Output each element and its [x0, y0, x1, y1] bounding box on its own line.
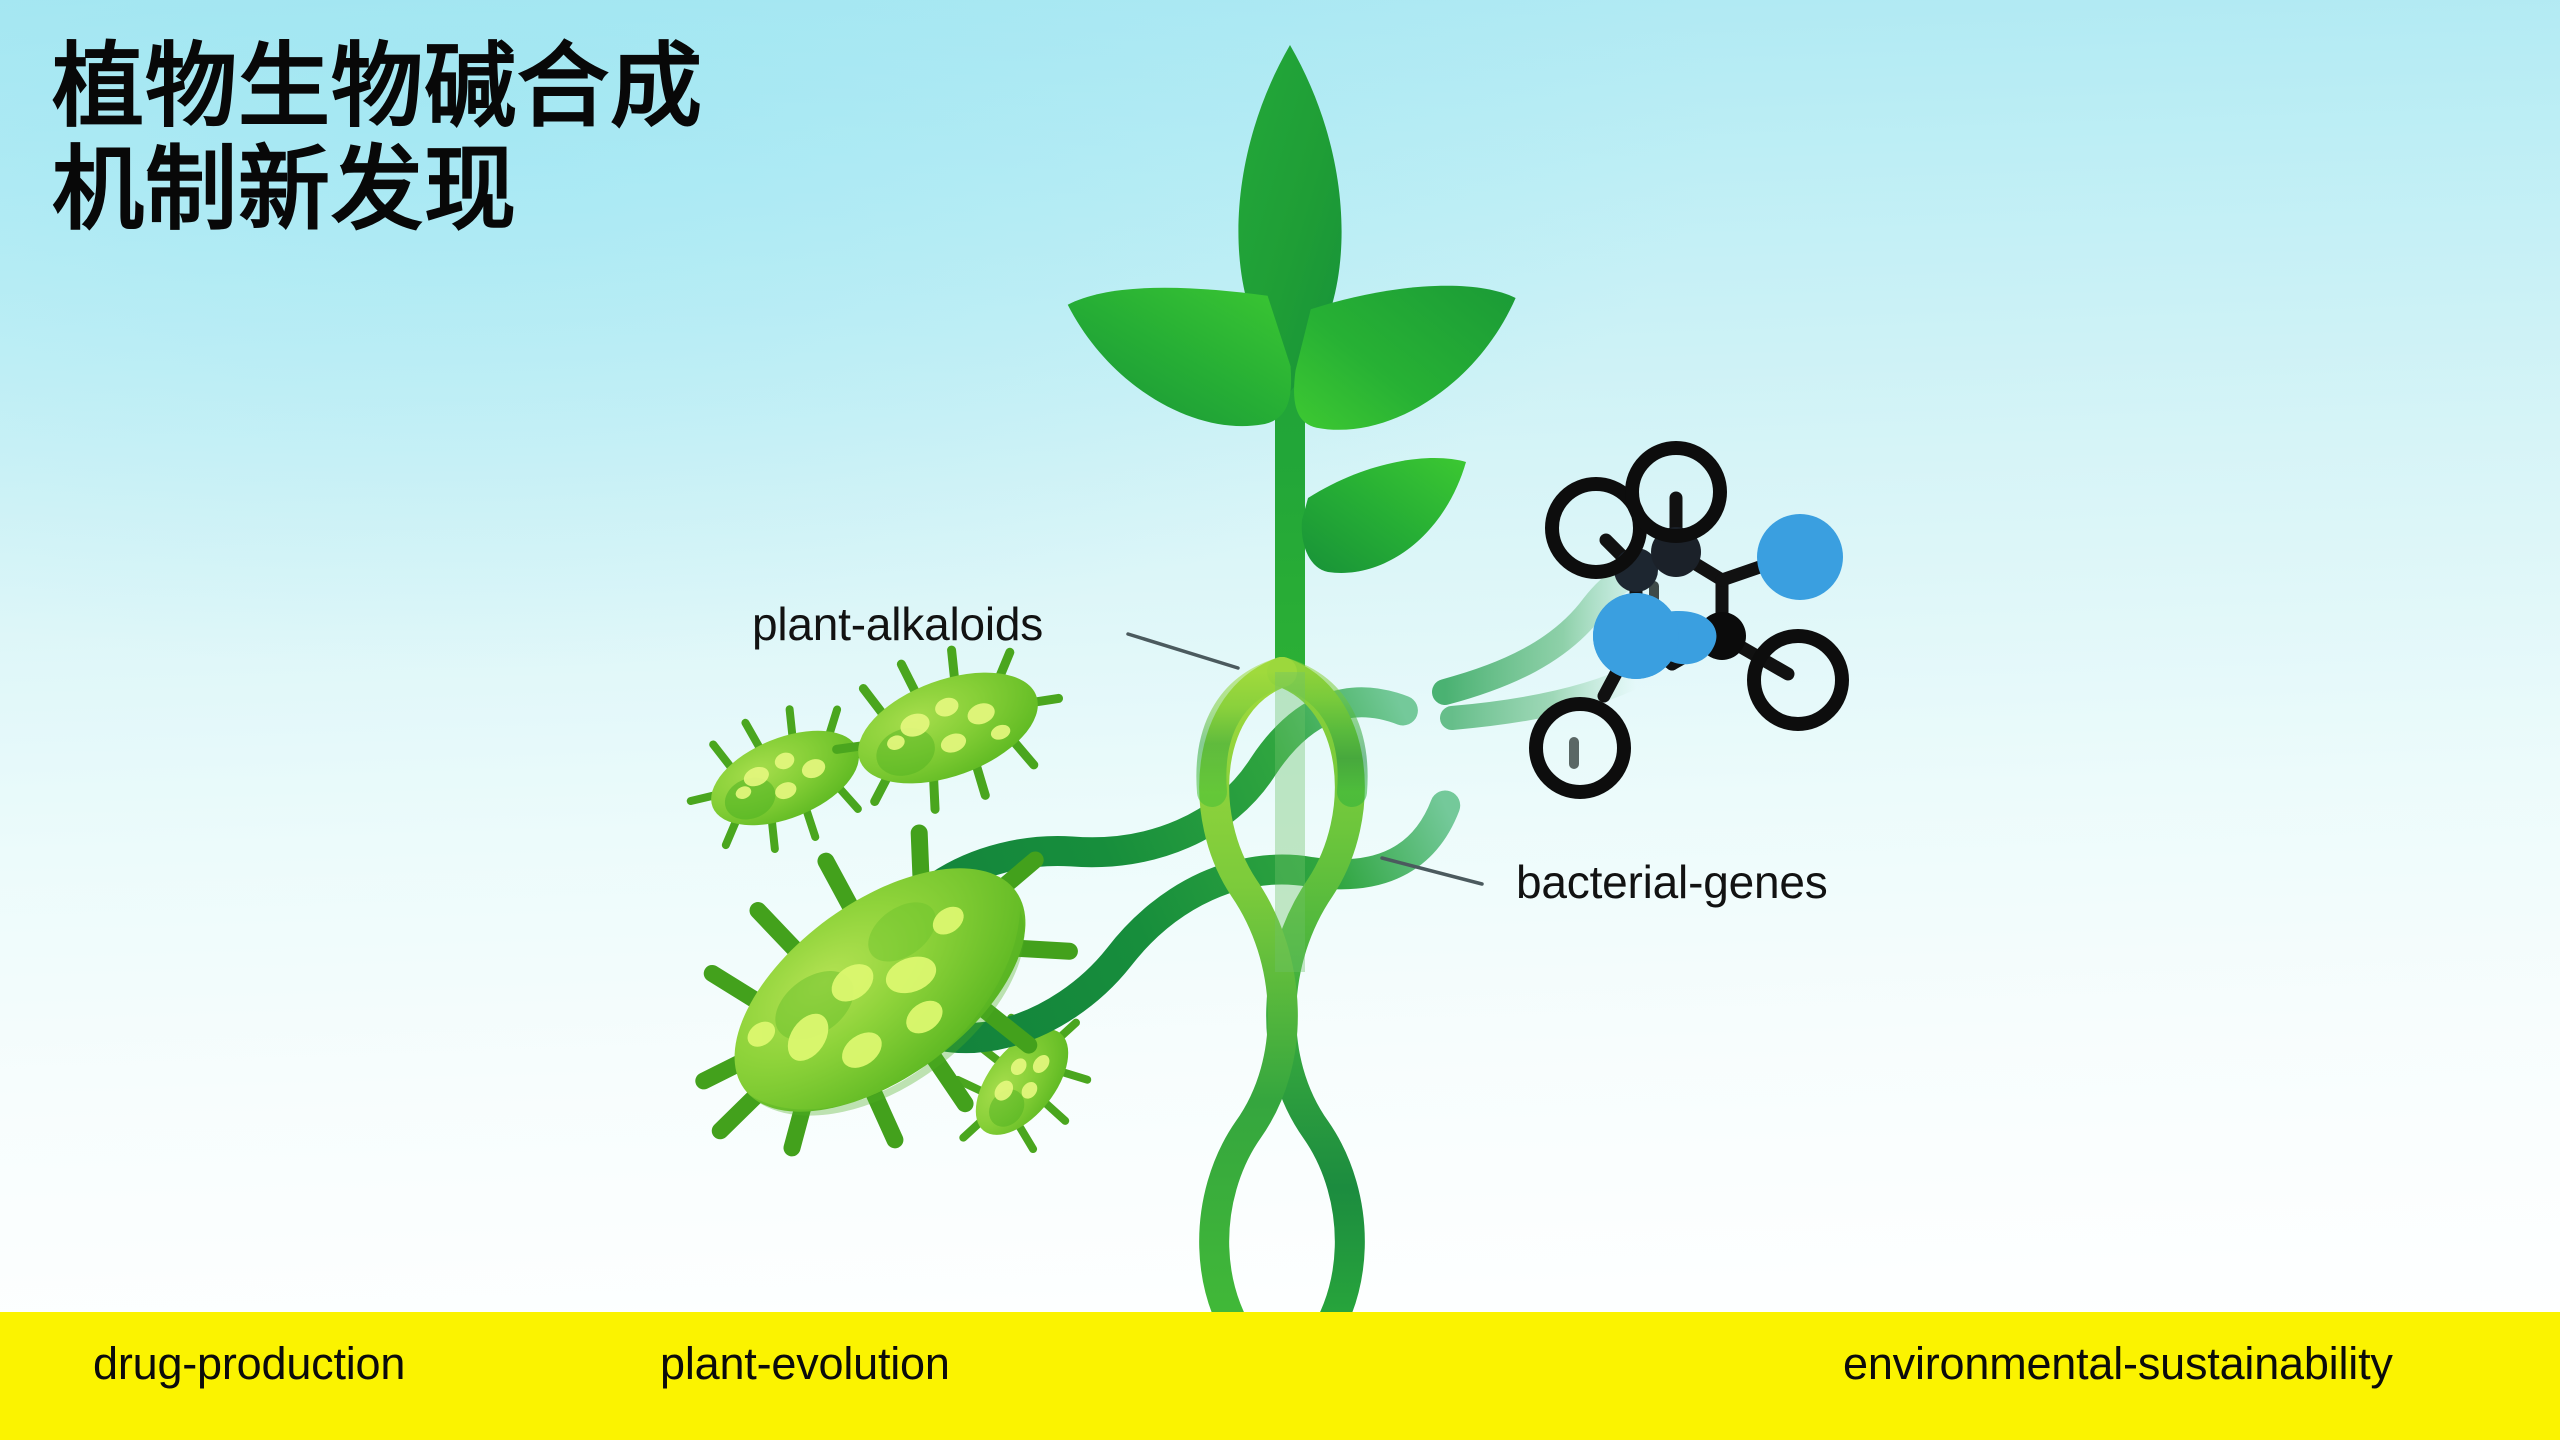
atom-hollow	[1747, 629, 1849, 731]
footer-tag-plant-evolution: plant-evolution	[660, 1338, 950, 1389]
footer-tag-bar: drug-production plant-evolution environm…	[0, 1312, 2560, 1440]
molecule-diagram	[1529, 441, 1849, 799]
bacteria-cluster	[686, 645, 1092, 1154]
bacterium-small-upper	[832, 645, 1064, 814]
atom-hollow	[1625, 441, 1727, 543]
page-title: 植物生物碱合成 机制新发现	[52, 36, 704, 242]
atom-highlight	[1757, 514, 1843, 600]
leader-line-genes	[1380, 856, 1484, 886]
plant-sprout	[1067, 45, 1516, 680]
leader-line-alkaloids	[1126, 632, 1240, 670]
bacterium-large	[695, 824, 1078, 1157]
bacterium-small-left	[686, 705, 882, 853]
footer-tag-environmental-sustainability: environmental-sustainability	[1843, 1338, 2393, 1389]
atom-hollow	[1529, 697, 1631, 799]
footer-tag-drug-production: drug-production	[93, 1338, 406, 1389]
atom-highlight	[1593, 593, 1679, 679]
callout-label-bacterial-genes: bacterial-genes	[1516, 856, 1828, 908]
callout-label-plant-alkaloids: plant-alkaloids	[752, 598, 1044, 650]
